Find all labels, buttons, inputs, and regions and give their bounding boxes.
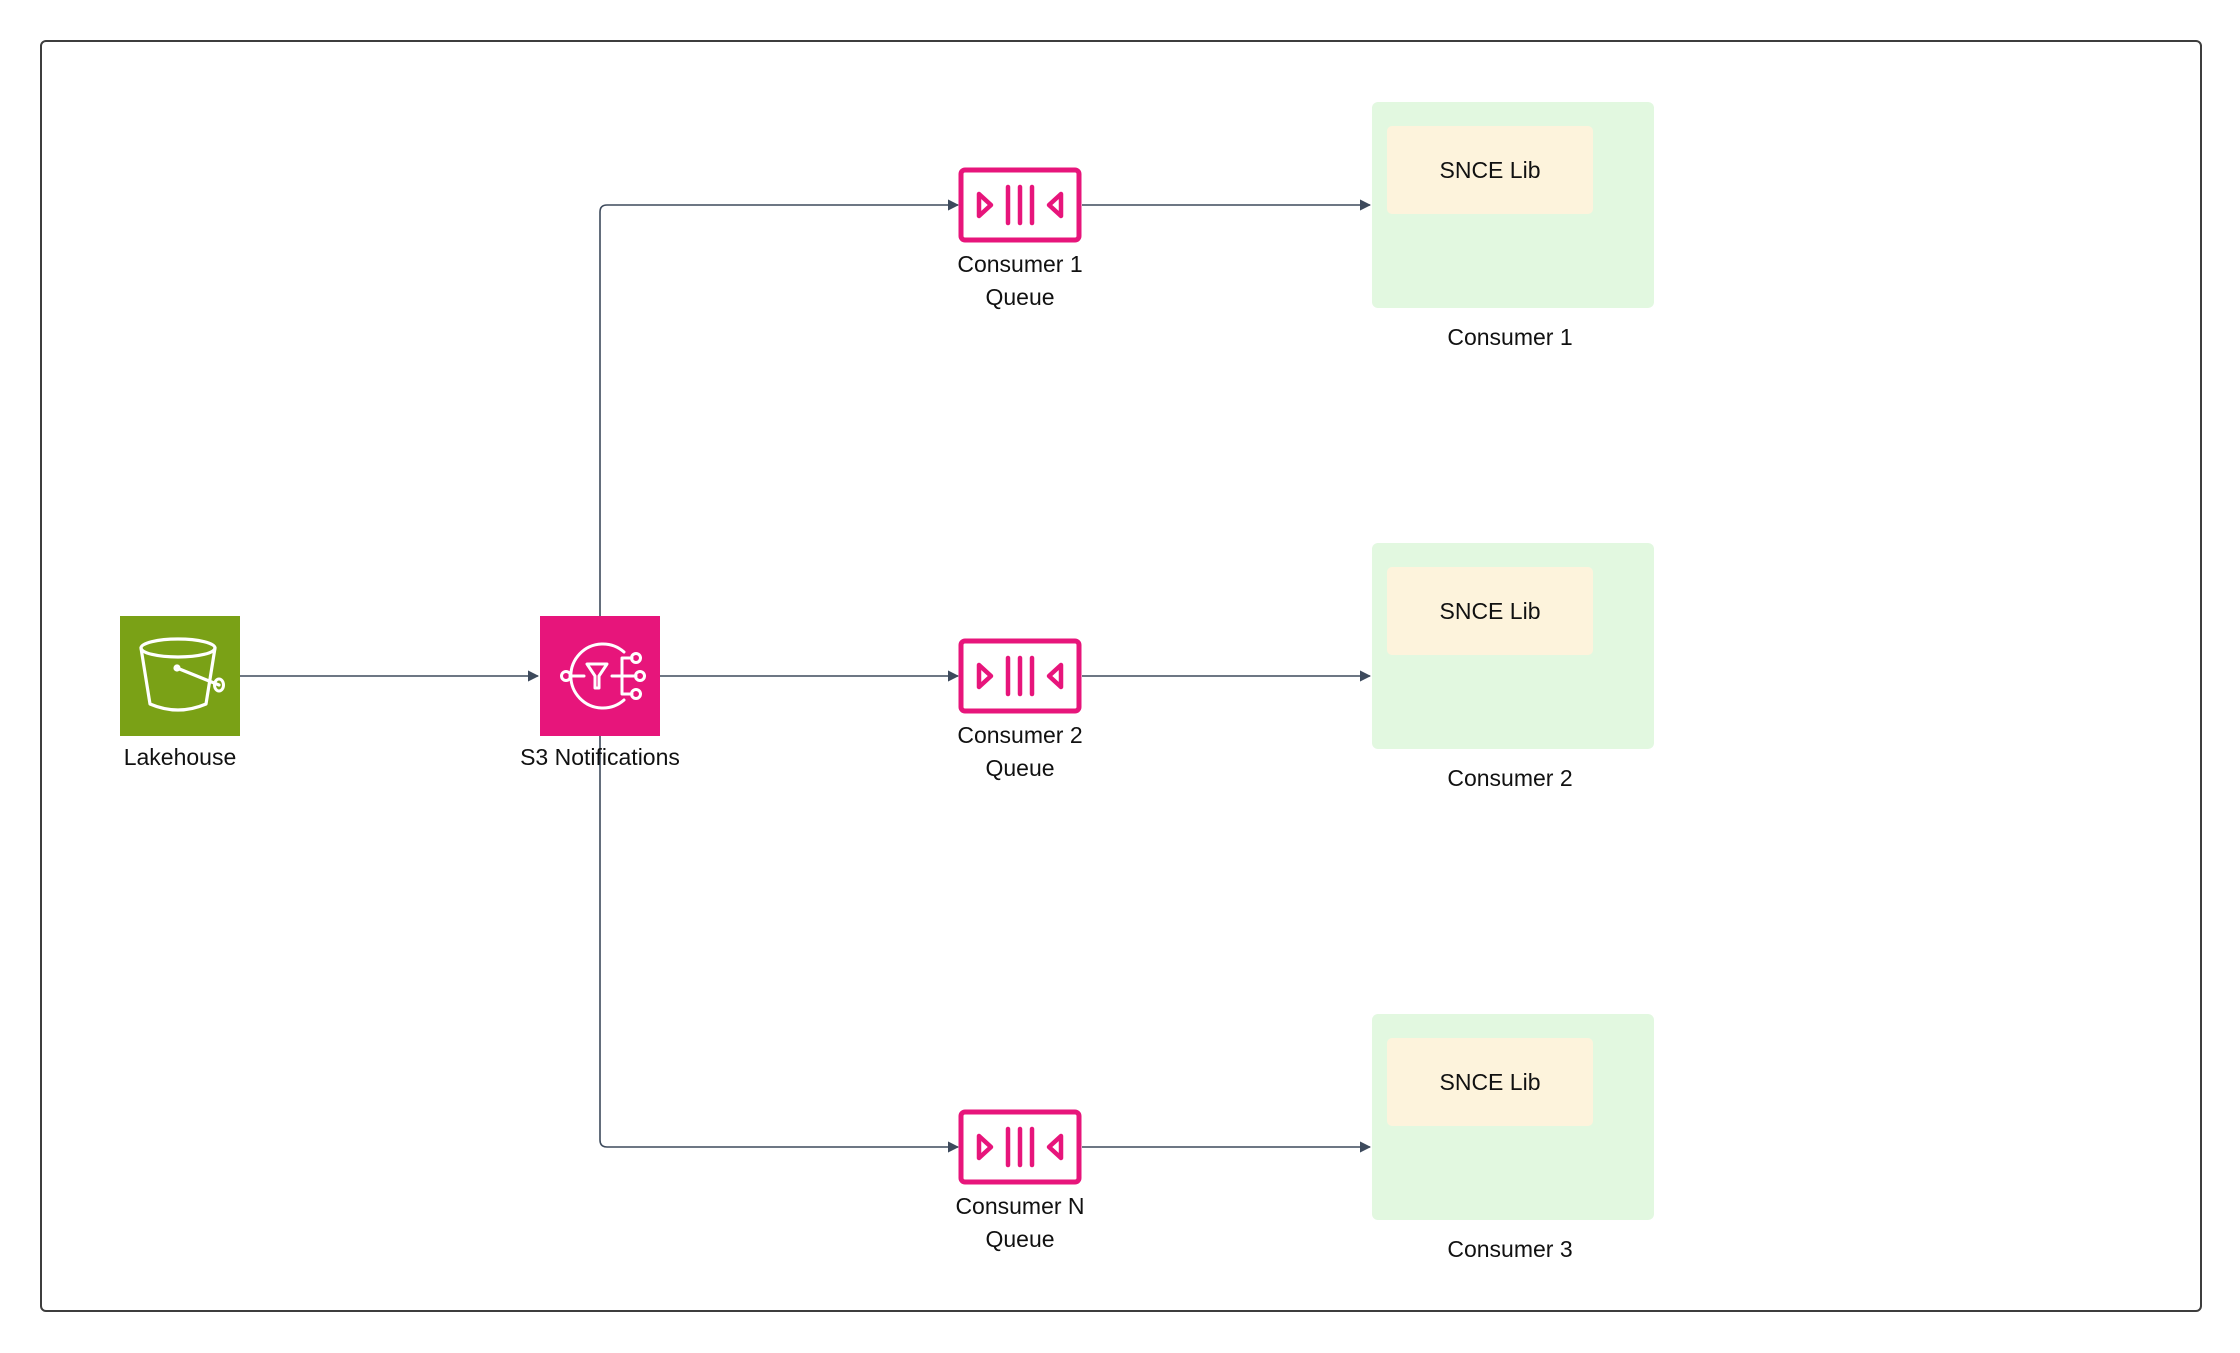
consumer-1-queue-label-line1: Consumer 1 — [957, 251, 1083, 277]
consumer-2-queue-node[interactable] — [958, 638, 1082, 714]
consumer-n-queue-label-line2: Queue — [985, 1226, 1055, 1252]
sns-topic-icon — [540, 616, 660, 736]
consumer-1-queue-label: Consumer 1 Queue — [920, 248, 1120, 314]
consumer-1-library[interactable]: SNCE Lib — [1387, 126, 1593, 214]
sqs-queue-icon — [958, 1109, 1082, 1185]
consumer-2-queue-label: Consumer 2 Queue — [920, 719, 1120, 785]
consumer-2-group[interactable]: SNCE Lib — [1372, 543, 1654, 749]
lakehouse-label: Lakehouse — [123, 744, 237, 770]
consumer-2-queue-label-line1: Consumer 2 — [957, 722, 1083, 748]
consumer-1-label: Consumer 1 — [1447, 324, 1573, 350]
consumer-3-label: Consumer 3 — [1447, 1236, 1573, 1262]
diagram-frame — [40, 40, 2202, 1312]
consumer-2-library[interactable]: SNCE Lib — [1387, 567, 1593, 655]
consumer-1-group[interactable]: SNCE Lib — [1372, 102, 1654, 308]
consumer-2-label: Consumer 2 — [1447, 765, 1573, 791]
consumer-2-queue-label-line2: Queue — [985, 755, 1055, 781]
s3-notifications-label: S3 Notifications — [520, 744, 680, 770]
consumer-1-queue-node[interactable] — [958, 167, 1082, 243]
consumer-1-queue-label-line2: Queue — [985, 284, 1055, 310]
sqs-queue-icon — [958, 167, 1082, 243]
consumer-n-queue-label-line1: Consumer N — [955, 1193, 1085, 1219]
lakehouse-node[interactable] — [120, 616, 240, 736]
s3-notifications-node[interactable] — [540, 616, 660, 736]
consumer-3-group[interactable]: SNCE Lib — [1372, 1014, 1654, 1220]
consumer-n-queue-label: Consumer N Queue — [920, 1190, 1120, 1256]
s3-bucket-icon — [120, 616, 240, 736]
consumer-n-queue-node[interactable] — [958, 1109, 1082, 1185]
sqs-queue-icon — [958, 638, 1082, 714]
s3-bucket-icon-bg — [120, 616, 240, 736]
consumer-3-library[interactable]: SNCE Lib — [1387, 1038, 1593, 1126]
